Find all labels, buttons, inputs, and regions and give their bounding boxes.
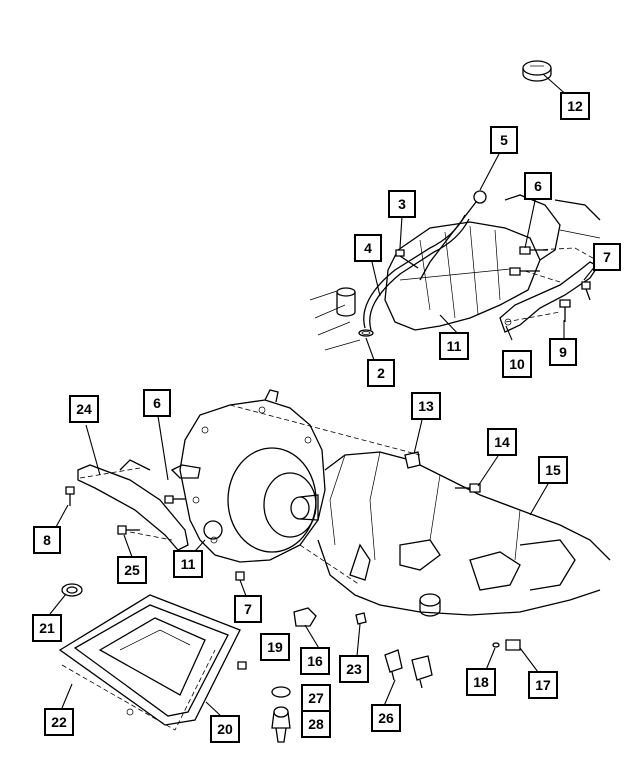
svg-text:11: 11 <box>181 556 196 572</box>
lower-mount-bracket <box>65 459 245 581</box>
callout-26: 26 <box>371 704 401 732</box>
transmission-case <box>170 389 611 617</box>
svg-text:4: 4 <box>364 240 372 256</box>
svg-text:23: 23 <box>346 661 362 677</box>
svg-text:12: 12 <box>567 98 583 114</box>
callout-5: 5 <box>490 126 518 154</box>
svg-text:20: 20 <box>217 721 233 737</box>
svg-text:19: 19 <box>267 639 283 655</box>
svg-text:17: 17 <box>535 677 551 693</box>
svg-text:27: 27 <box>308 690 324 706</box>
tube-bolt <box>395 249 419 269</box>
svg-text:3: 3 <box>398 196 406 212</box>
svg-text:5: 5 <box>500 132 508 148</box>
callout-23: 23 <box>339 655 369 683</box>
svg-text:14: 14 <box>494 434 510 450</box>
drain-plug <box>293 607 317 627</box>
pan-bolt <box>237 661 247 670</box>
sensor-switch <box>492 639 521 651</box>
callout-4: 4 <box>354 234 382 262</box>
svg-text:25: 25 <box>124 562 140 578</box>
callout-6: 6 <box>524 172 552 200</box>
svg-text:11: 11 <box>447 338 462 354</box>
callout-10: 10 <box>502 350 532 378</box>
callout-16: 16 <box>300 647 330 675</box>
dipstick-o-ring <box>358 329 374 337</box>
svg-text:6: 6 <box>153 395 161 411</box>
callout-22: 22 <box>44 708 74 736</box>
callout-21: 21 <box>32 614 62 642</box>
fitting <box>271 686 291 743</box>
svg-text:16: 16 <box>307 653 323 669</box>
callout-12: 12 <box>560 92 590 120</box>
pressure-sensors <box>384 649 433 689</box>
callout-28: 28 <box>301 710 331 738</box>
svg-text:21: 21 <box>39 620 55 636</box>
svg-text:28: 28 <box>308 716 324 732</box>
callout-11: 11 <box>439 332 469 360</box>
svg-text:7: 7 <box>244 601 252 617</box>
svg-text:13: 13 <box>418 398 434 414</box>
callout-17: 17 <box>528 671 558 699</box>
mount-bolts-upper <box>505 246 601 323</box>
callout-11-lower: 11 <box>173 550 203 578</box>
svg-text:7: 7 <box>603 249 611 265</box>
oil-pan <box>58 594 241 731</box>
svg-text:2: 2 <box>377 365 385 381</box>
callout-8: 8 <box>33 526 61 554</box>
part-plug <box>522 60 552 82</box>
callout-9: 9 <box>549 338 577 366</box>
callout-14: 14 <box>487 428 517 456</box>
svg-text:22: 22 <box>51 714 67 730</box>
svg-text:8: 8 <box>43 532 51 548</box>
callout-20: 20 <box>210 715 240 743</box>
svg-text:9: 9 <box>559 344 567 360</box>
callout-25: 25 <box>117 556 147 584</box>
svg-text:18: 18 <box>473 674 489 690</box>
seal <box>61 583 83 597</box>
callout-13: 13 <box>411 392 441 420</box>
callout-7-lower: 7 <box>234 595 262 623</box>
dipstick <box>419 190 487 281</box>
callout-24: 24 <box>69 395 99 423</box>
svg-text:10: 10 <box>509 356 525 372</box>
callout-6-lower: 6 <box>143 389 171 417</box>
svg-text:15: 15 <box>545 462 561 478</box>
callout-7: 7 <box>593 243 621 271</box>
callout-27: 27 <box>301 684 331 712</box>
svg-text:26: 26 <box>378 710 394 726</box>
extension-housing-assembly <box>309 194 601 351</box>
svg-text:6: 6 <box>534 178 542 194</box>
callout-3: 3 <box>388 190 416 218</box>
clip <box>355 612 367 625</box>
leader-lines <box>49 73 597 718</box>
svg-text:24: 24 <box>76 401 92 417</box>
callout-18: 18 <box>466 668 496 696</box>
mount-bracket <box>499 261 599 333</box>
callout-2: 2 <box>367 359 395 387</box>
callout-19: 19 <box>260 633 290 661</box>
callout-15: 15 <box>538 456 568 484</box>
